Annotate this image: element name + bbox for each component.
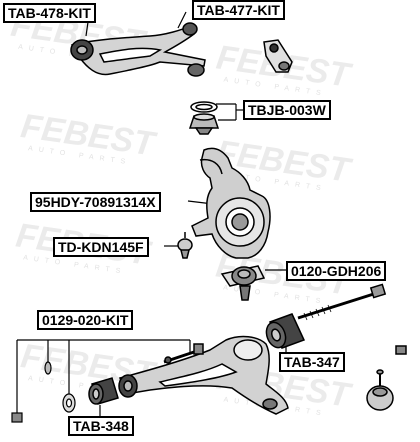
- label-tab-347: TAB-347: [279, 352, 345, 372]
- bushing-tab-347: [265, 313, 306, 349]
- upper-control-arm: [70, 22, 206, 77]
- label-tab-348: TAB-348: [68, 416, 134, 436]
- stud-ball-joint: [366, 345, 407, 411]
- label-0120-gdh206: 0120-GDH206: [286, 261, 387, 281]
- label-tab-477-kit: TAB-477-KIT: [192, 0, 285, 20]
- washers-nuts: [11, 361, 76, 423]
- small-ball-joint: [177, 232, 193, 259]
- bracket-part: [263, 39, 293, 73]
- label-0129-020-kit: 0129-020-KIT: [37, 310, 134, 330]
- long-bolt: [297, 283, 387, 321]
- label-tbjb-003w: TBJB-003W: [243, 100, 331, 120]
- lower-ball-joint: [220, 265, 266, 301]
- label-td-kdn145f: TD-KDN145F: [53, 237, 149, 257]
- leader-lines: [16, 11, 287, 416]
- arm-bolt: [163, 343, 204, 364]
- bushing-tab-348: [88, 377, 119, 405]
- steering-knuckle: [191, 147, 271, 259]
- label-95hdy-70891314x: 95HDY-70891314X: [30, 192, 161, 212]
- lower-control-arm: [118, 335, 289, 415]
- ball-joint-boot: [188, 101, 220, 135]
- label-tab-478-kit: TAB-478-KIT: [3, 3, 96, 23]
